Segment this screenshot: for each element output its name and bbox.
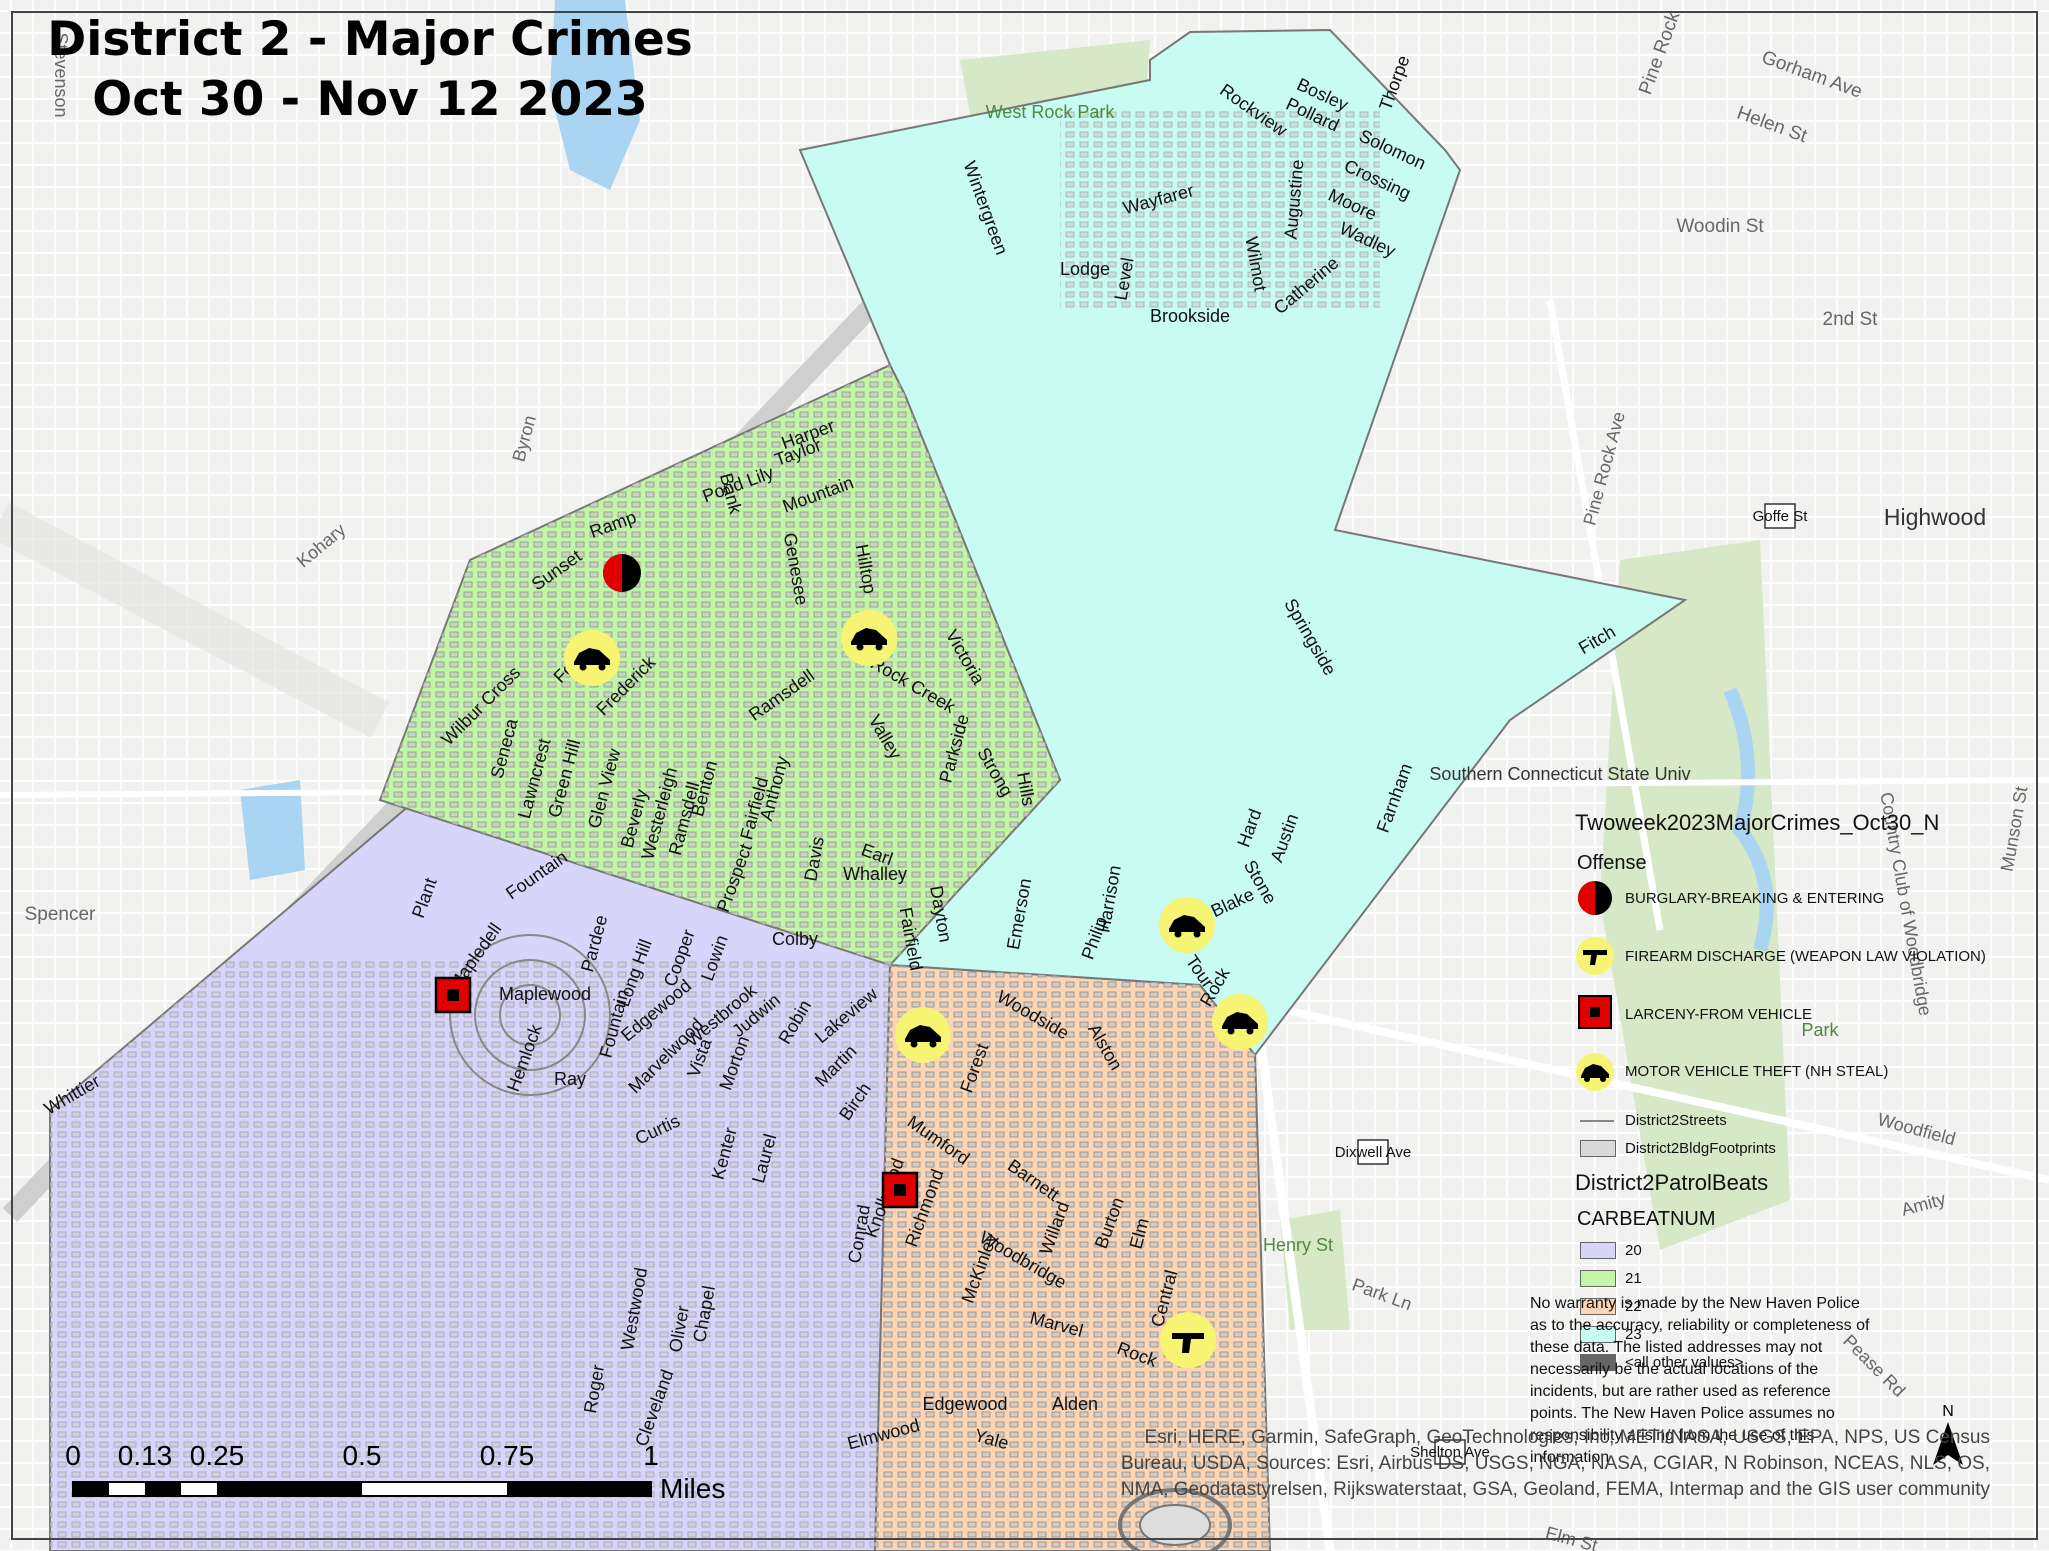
map-label: Stevenson: [51, 32, 71, 117]
incident-motor-vehicle-theft-marker[interactable]: [895, 1007, 951, 1063]
north-label: N: [1942, 1403, 1954, 1420]
map-label: Colby: [772, 929, 818, 949]
map-label: Ray: [554, 1069, 586, 1089]
map-attribution: Esri, HERE, Garmin, SafeGraph, GeoTechno…: [1120, 1427, 1990, 1500]
disclaimer-text: No warranty is made by the New Haven Pol…: [1530, 1295, 1870, 1466]
legend-beats-layer: District2PatrolBeats: [1575, 1170, 1769, 1195]
scale-tick-label: 0.25: [190, 1440, 245, 1471]
legend-offense-firearm: FIREARM DISCHARGE (WEAPON LAW VIOLATION): [1625, 948, 1986, 965]
legend-offense-larceny: LARCENY-FROM VEHICLE: [1625, 1006, 1812, 1023]
map-label: Woodin St: [1676, 216, 1764, 237]
legend-offense-burglary: BURGLARY-BREAKING & ENTERING: [1625, 890, 1885, 907]
north-arrow: N: [1933, 1403, 1963, 1465]
incident-motor-vehicle-theft-marker[interactable]: [1212, 994, 1268, 1050]
map-label: Brookside: [1150, 306, 1230, 326]
beat-other-swatch: [1580, 1354, 1616, 1371]
beat-20-swatch: [1580, 1242, 1616, 1259]
street-line-icon: [1580, 1120, 1614, 1122]
incident-motor-vehicle-theft-marker[interactable]: [564, 630, 620, 686]
beat-21-swatch: [1580, 1270, 1616, 1287]
scale-tick-label: 0.75: [480, 1440, 535, 1471]
map-title-line-2: Oct 30 - Nov 12 2023: [92, 72, 648, 127]
map-title-line-1: District 2 - Major Crimes: [47, 12, 693, 67]
car-icon: [1576, 1053, 1614, 1091]
legend-streets-layer: District2Streets: [1625, 1112, 1727, 1129]
incident-larceny-marker[interactable]: [434, 976, 472, 1014]
scale-tick-label: 0.13: [118, 1440, 173, 1471]
incident-firearm-marker[interactable]: [1160, 1312, 1216, 1368]
revolver-icon: [1576, 937, 1614, 975]
legend-beat-21: 21: [1625, 1270, 1642, 1287]
incident-motor-vehicle-theft-marker[interactable]: [841, 610, 897, 666]
map-title: District 2 - Major Crimes Oct 30 - Nov 1…: [30, 10, 710, 130]
beat-22-swatch: [1580, 1298, 1616, 1315]
legend-beat-20: 20: [1625, 1242, 1642, 1259]
map-label: West Rock Park: [986, 102, 1116, 122]
incident-larceny-marker[interactable]: [881, 1171, 919, 1209]
map-label: Whalley: [843, 864, 907, 884]
legend-offense-field: Offense: [1577, 852, 1647, 874]
map-label: 2nd St: [1823, 309, 1879, 330]
legend-crimes-layer: Twoweek2023MajorCrimes_Oct30_N: [1575, 810, 1940, 835]
map-label: Spencer: [25, 904, 96, 925]
legend-beat-23: 23: [1625, 1326, 1642, 1343]
map-label: Lodge: [1060, 259, 1110, 279]
map-label: Southern Connecticut State Univ: [1429, 764, 1690, 784]
legend-beat-field: CARBEATNUM: [1577, 1208, 1716, 1230]
larceny-icon: [1578, 995, 1612, 1029]
building-swatch-icon: [1580, 1140, 1616, 1157]
legend-beat-22: 22: [1625, 1298, 1642, 1315]
legend-offense-symbols: [1576, 881, 1614, 1091]
scale-units: Miles: [660, 1473, 725, 1504]
map-label: Dixwell Ave: [1335, 1144, 1411, 1161]
incident-burglary-marker[interactable]: [603, 554, 641, 592]
legend-offense-motor-vehicle: MOTOR VEHICLE THEFT (NH STEAL): [1625, 1063, 1889, 1080]
incident-motor-vehicle-theft-marker[interactable]: [1159, 897, 1215, 953]
scale-tick-label: 1: [643, 1440, 659, 1471]
map-label: Henry St: [1263, 1235, 1333, 1255]
map-label: Goffe St: [1753, 508, 1809, 525]
legend-buildings-layer: District2BldgFootprints: [1625, 1140, 1776, 1157]
scale-tick-label: 0: [65, 1440, 81, 1471]
map-label: Alden: [1052, 1394, 1098, 1414]
scale-tick-label: 0.5: [343, 1440, 382, 1471]
map-label: Shelton Ave: [1410, 1444, 1490, 1461]
map-label: Edgewood: [922, 1394, 1007, 1414]
scale-bar: 0 0.13 0.25 0.5 0.75 1 Miles: [65, 1440, 725, 1504]
map-label: Highwood: [1884, 504, 1986, 530]
legend-beat-other: <all other values>: [1625, 1354, 1744, 1371]
burglary-icon: [1578, 881, 1612, 915]
beat-23-swatch: [1580, 1326, 1616, 1343]
map-label: Maplewood: [499, 984, 591, 1004]
map-label: Park: [1801, 1020, 1839, 1040]
